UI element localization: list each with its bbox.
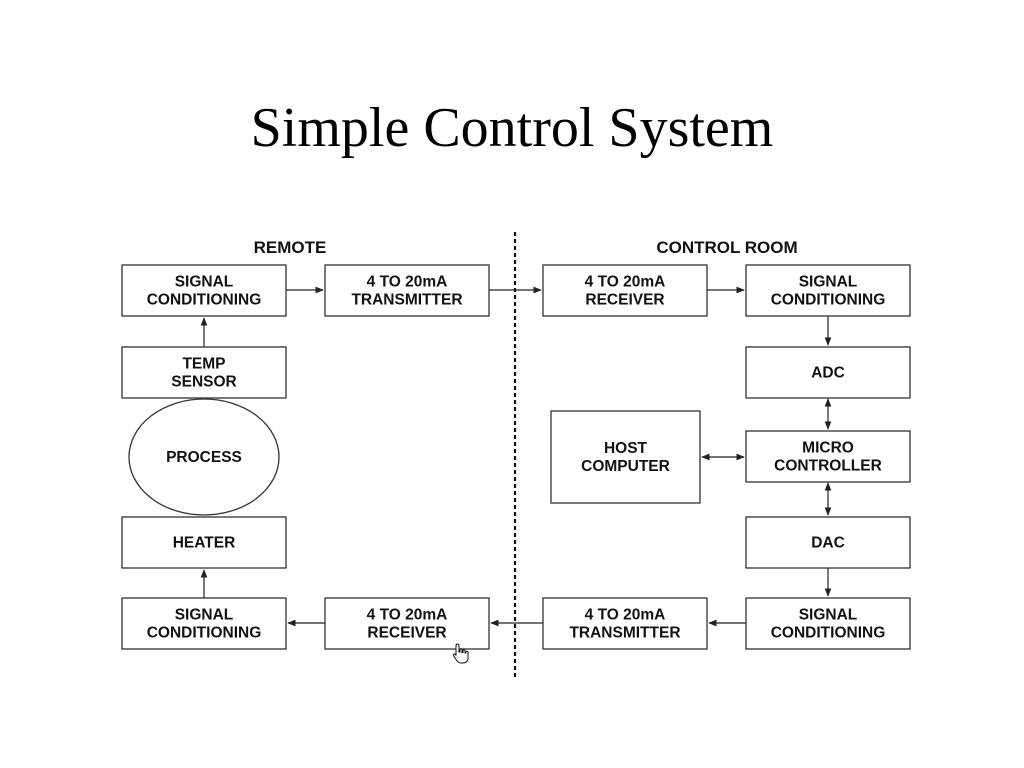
block-shape: [128, 398, 280, 516]
block-label-line: RECEIVER: [585, 292, 664, 309]
block-label-line: TRANSMITTER: [569, 625, 680, 642]
block-label-line: 4 TO 20mA: [585, 607, 666, 624]
block-label-line: CONDITIONING: [771, 292, 886, 309]
block-label-line: SIGNAL: [175, 607, 234, 624]
block-shape: [745, 597, 911, 650]
block-shape: [542, 264, 708, 317]
block-label-line: ADC: [811, 365, 845, 382]
block-label-line: MICRO: [802, 440, 854, 457]
block-label-line: CONDITIONING: [771, 625, 886, 642]
block-label-line: PROCESS: [166, 449, 242, 466]
block-heater: HEATER: [121, 516, 287, 569]
block-label-line: SIGNAL: [175, 274, 234, 291]
block-label-line: 4 TO 20mA: [585, 274, 666, 291]
slide-title: Simple Control System: [250, 97, 774, 159]
block-shape: [324, 264, 490, 317]
block-shape: [542, 597, 708, 650]
block-label-line: HOST: [604, 440, 648, 457]
block-shape: [121, 516, 287, 569]
block-label-line: SIGNAL: [799, 274, 858, 291]
block-label-line: SENSOR: [171, 374, 236, 391]
block-label-line: COMPUTER: [581, 458, 670, 475]
block-label-line: HEATER: [173, 535, 236, 552]
block-label-line: 4 TO 20mA: [367, 607, 448, 624]
section-label-control-room: CONTROL ROOM: [656, 238, 797, 257]
block-shape: [121, 264, 287, 317]
block-label-line: TRANSMITTER: [351, 292, 462, 309]
block-label-line: CONDITIONING: [147, 292, 262, 309]
block-adc: ADC: [745, 346, 911, 399]
block-label-line: SIGNAL: [799, 607, 858, 624]
block-shape: [121, 597, 287, 650]
block-label-line: RECEIVER: [367, 625, 446, 642]
block-shape: [324, 597, 490, 650]
block-process: PROCESS: [128, 398, 280, 516]
block-label-line: TEMP: [182, 356, 225, 373]
block-shape: [745, 264, 911, 317]
block-shape: [745, 516, 911, 569]
block-shape: [745, 346, 911, 399]
block-label-line: CONDITIONING: [147, 625, 262, 642]
block-shape: [745, 430, 911, 483]
block-label-line: 4 TO 20mA: [367, 274, 448, 291]
block-shape: [550, 410, 701, 504]
block-label-line: CONTROLLER: [774, 458, 882, 475]
block-dac: DAC: [745, 516, 911, 569]
connections: [200, 286, 832, 627]
block-label-line: DAC: [811, 535, 845, 552]
hand-pointer-icon: [452, 643, 469, 664]
section-label-remote: REMOTE: [254, 238, 327, 257]
block-shape: [121, 346, 287, 399]
